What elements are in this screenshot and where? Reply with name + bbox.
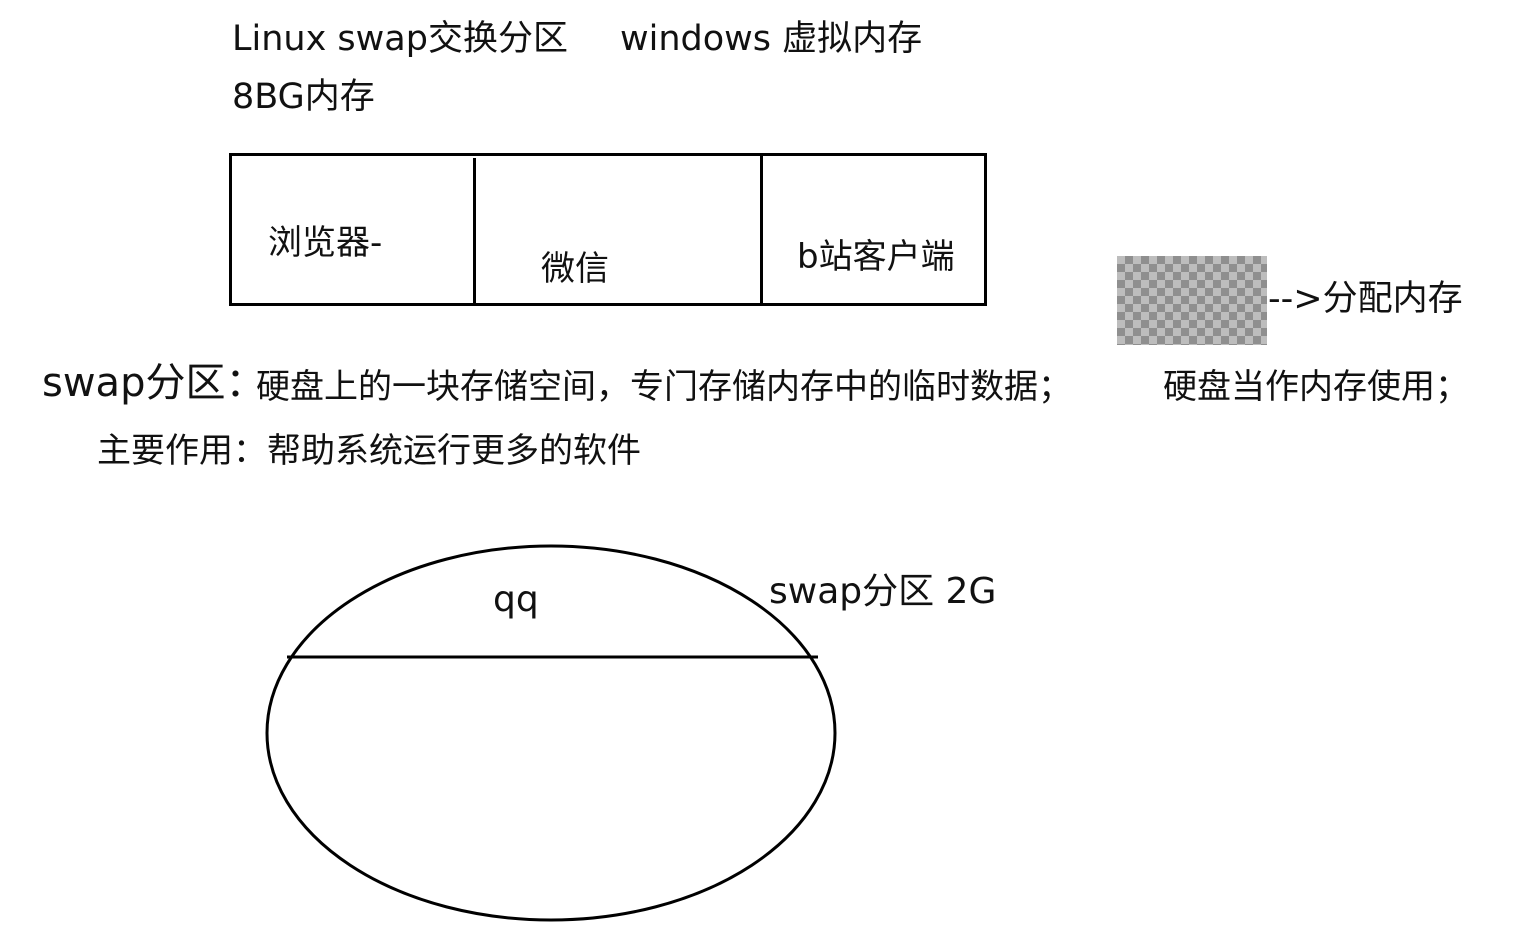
memory-block-divider [760, 153, 763, 306]
memory-size-label: 8BG内存 [232, 77, 375, 117]
allocate-memory-note: -->分配内存 [1268, 279, 1463, 319]
memory-block-divider [473, 158, 476, 306]
swap-section-qq: qq [493, 579, 539, 620]
memory-block-diagram [229, 153, 987, 306]
image-placeholder [1117, 256, 1267, 345]
swap-definition: 硬盘上的一块存储空间，专门存储内存中的临时数据； [256, 367, 1072, 407]
swap-label: swap分区： [42, 360, 266, 406]
swap-ellipse [265, 544, 837, 922]
swap-purpose: 主要作用：帮助系统运行更多的软件 [97, 431, 641, 471]
diagram-title: Linux swap交换分区 [232, 19, 568, 59]
memory-block-bilibili: b站客户端 [797, 237, 955, 277]
memory-block-wechat: 微信 [541, 249, 609, 289]
windows-note: windows 虚拟内存 [620, 19, 923, 59]
swap-usage: 硬盘当作内存使用； [1163, 367, 1469, 407]
memory-block-browser: 浏览器- [268, 223, 383, 263]
swap-partition-label: swap分区 2G [769, 571, 997, 612]
